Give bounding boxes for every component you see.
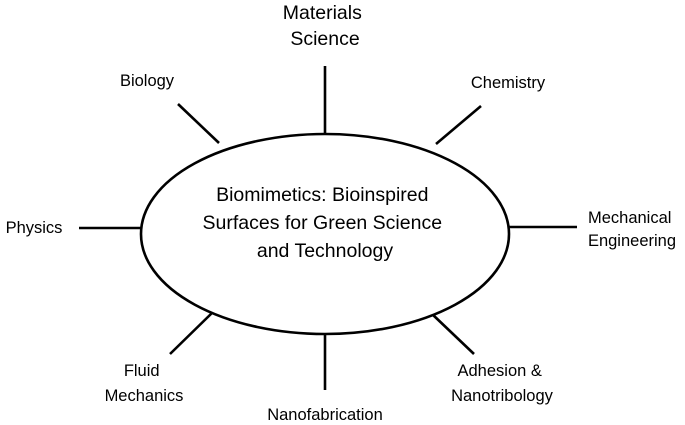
center-title-line-1: Biomimetics: Bioinspired [216, 184, 428, 206]
label-adhesion-nanotribology: Adhesion & Nanotribology [451, 362, 554, 405]
spoke-chemistry [435, 105, 482, 145]
label-adhesion-nanotribology-line-1: Adhesion & [458, 362, 542, 380]
label-mechanical-engineering-line-1: Mechanical [588, 209, 671, 227]
center-ellipse [139, 132, 511, 336]
label-fluid-mechanics: Fluid Mechanics [105, 362, 184, 405]
label-materials-science-line-1: Materials [283, 2, 362, 24]
label-biology: Biology [120, 72, 175, 90]
label-chemistry-line-1: Chemistry [471, 74, 546, 92]
label-fluid-mechanics-line-2: Mechanics [105, 387, 184, 405]
label-nanofabrication: Nanofabrication [267, 406, 383, 424]
label-physics: Physics [6, 219, 63, 237]
spoke-adhesion-nanotribology [431, 313, 475, 355]
label-adhesion-nanotribology-line-2: Nanotribology [451, 387, 554, 405]
label-materials-science: Materials Science [283, 2, 368, 50]
label-materials-science-line-2: Science [290, 28, 359, 50]
center-title: Biomimetics: Bioinspired Surfaces for Gr… [203, 184, 448, 262]
label-mechanical-engineering-line-2: Engineering [588, 232, 676, 250]
spoke-fluid-mechanics [169, 311, 214, 355]
center-title-line-2: Surfaces for Green Science [203, 212, 443, 234]
label-fluid-mechanics-line-1: Fluid [124, 362, 160, 380]
center-title-line-3: and Technology [257, 240, 394, 262]
spoke-biology [177, 103, 220, 144]
label-nanofabrication-line-1: Nanofabrication [267, 406, 383, 424]
label-biology-line-1: Biology [120, 72, 175, 90]
label-chemistry: Chemistry [471, 74, 546, 92]
label-mechanical-engineering: Mechanical Engineering [588, 209, 676, 250]
label-physics-line-1: Physics [6, 219, 63, 237]
